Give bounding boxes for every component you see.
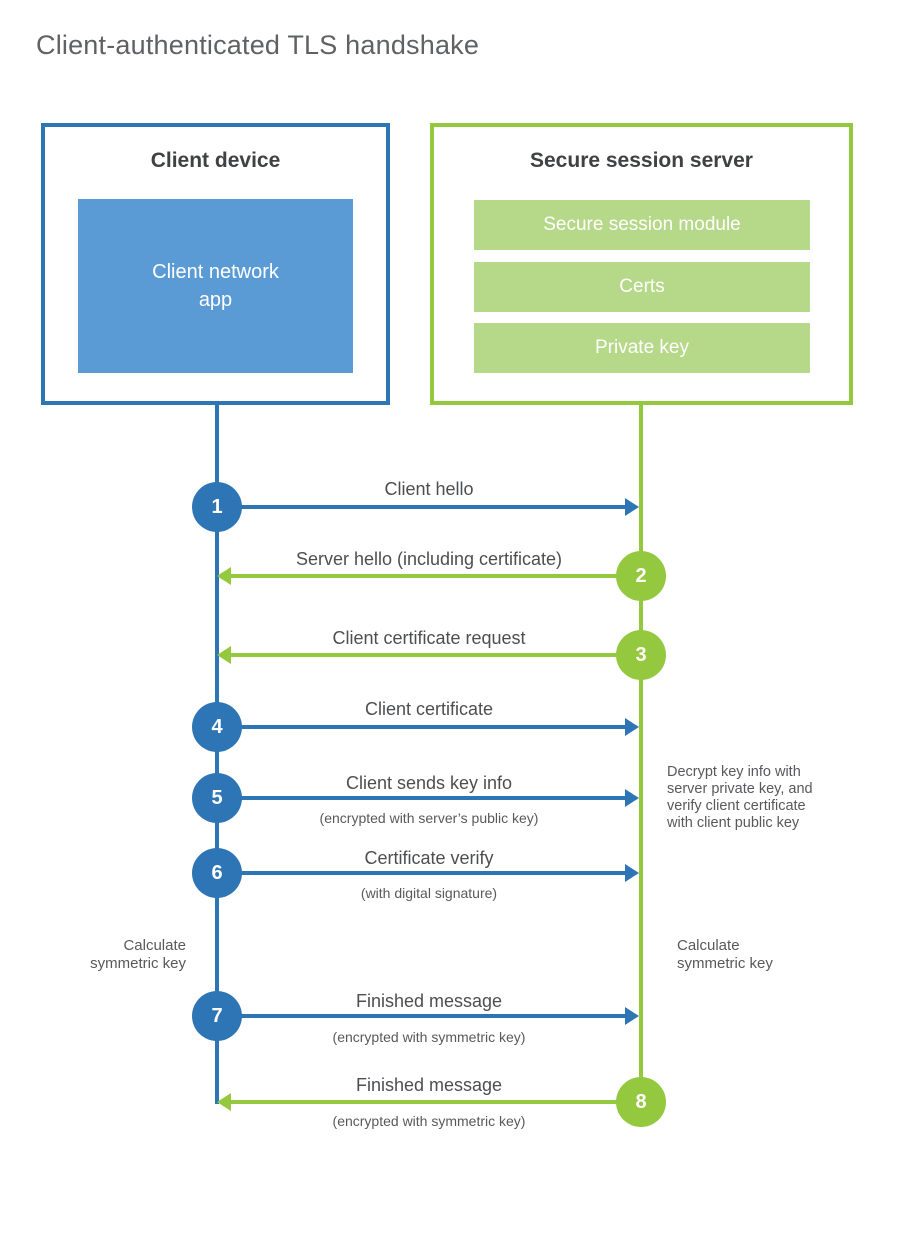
client-network-app-box: Client network app [78, 199, 353, 373]
step-7-badge: 7 [192, 991, 242, 1041]
step-3-label: Client certificate request [332, 628, 526, 648]
step-1-label: Client hello [384, 479, 474, 499]
step-5-number: 5 [211, 786, 223, 809]
step-3-arrow-shaft [230, 653, 641, 657]
step-6-number: 6 [211, 861, 223, 884]
decrypt-key-note: Decrypt key info with server private key… [667, 764, 813, 831]
client-app-label-line1: Client network [152, 261, 279, 283]
step-4-arrowhead-right-icon [625, 718, 639, 736]
step-7-label: Finished message [355, 991, 503, 1011]
step-1-badge: 1 [192, 482, 242, 532]
step-7-arrow-shaft [217, 1014, 627, 1018]
step-7-number: 7 [211, 1004, 223, 1027]
step-2-arrow-shaft [230, 574, 641, 578]
step-6-sublabel: (with digital signature) [360, 885, 498, 901]
client-device-box: Client device Client network app [41, 123, 390, 405]
step-2-label: Server hello (including certificate) [295, 549, 563, 569]
secure-session-server-title: Secure session server [530, 149, 753, 172]
step-4-number: 4 [211, 715, 223, 738]
step-6-arrowhead-right-icon [625, 864, 639, 882]
calculate-symmetric-key-note-client: Calculate symmetric key [90, 937, 186, 972]
client-network-app-label: Client network app [152, 258, 279, 314]
client-app-label-line2: app [198, 289, 233, 311]
step-1-arrow-shaft [217, 505, 627, 509]
step-1-number: 1 [211, 495, 223, 518]
client-lifeline [215, 405, 219, 1104]
step-8-sublabel: (encrypted with symmetric key) [332, 1113, 526, 1129]
step-8-badge: 8 [616, 1077, 666, 1127]
step-8-label: Finished message [355, 1075, 503, 1095]
step-2-badge: 2 [616, 551, 666, 601]
client-device-title: Client device [150, 149, 281, 172]
step-5-sublabel: (encrypted with server’s public key) [319, 810, 539, 826]
step-8-arrow-shaft [230, 1100, 641, 1104]
step-6-label: Certificate verify [364, 848, 494, 868]
secure-session-server-box: Secure session server Secure session mod… [430, 123, 853, 405]
step-7-sublabel: (encrypted with symmetric key) [332, 1029, 526, 1045]
step-7-arrowhead-right-icon [625, 1007, 639, 1025]
step-6-arrow-shaft [217, 871, 627, 875]
server-module-certs: Certs [474, 262, 810, 312]
step-3-arrowhead-left-icon [217, 646, 231, 664]
step-5-arrowhead-right-icon [625, 789, 639, 807]
server-module-secure-session-module: Secure session module [474, 200, 810, 250]
step-5-badge: 5 [192, 773, 242, 823]
step-5-label: Client sends key info [345, 773, 513, 793]
step-8-arrowhead-left-icon [217, 1093, 231, 1111]
calculate-symmetric-key-note-server: Calculate symmetric key [677, 937, 773, 972]
step-4-label: Client certificate [364, 699, 494, 719]
server-lifeline [639, 405, 643, 1102]
step-3-number: 3 [635, 643, 647, 666]
step-3-badge: 3 [616, 630, 666, 680]
server-module-private-key: Private key [474, 323, 810, 373]
page-title: Client-authenticated TLS handshake [36, 30, 480, 60]
step-4-badge: 4 [192, 702, 242, 752]
step-6-badge: 6 [192, 848, 242, 898]
step-8-number: 8 [635, 1090, 647, 1113]
step-2-arrowhead-left-icon [217, 567, 231, 585]
step-4-arrow-shaft [217, 725, 627, 729]
step-2-number: 2 [635, 564, 647, 587]
step-1-arrowhead-right-icon [625, 498, 639, 516]
step-5-arrow-shaft [217, 796, 627, 800]
